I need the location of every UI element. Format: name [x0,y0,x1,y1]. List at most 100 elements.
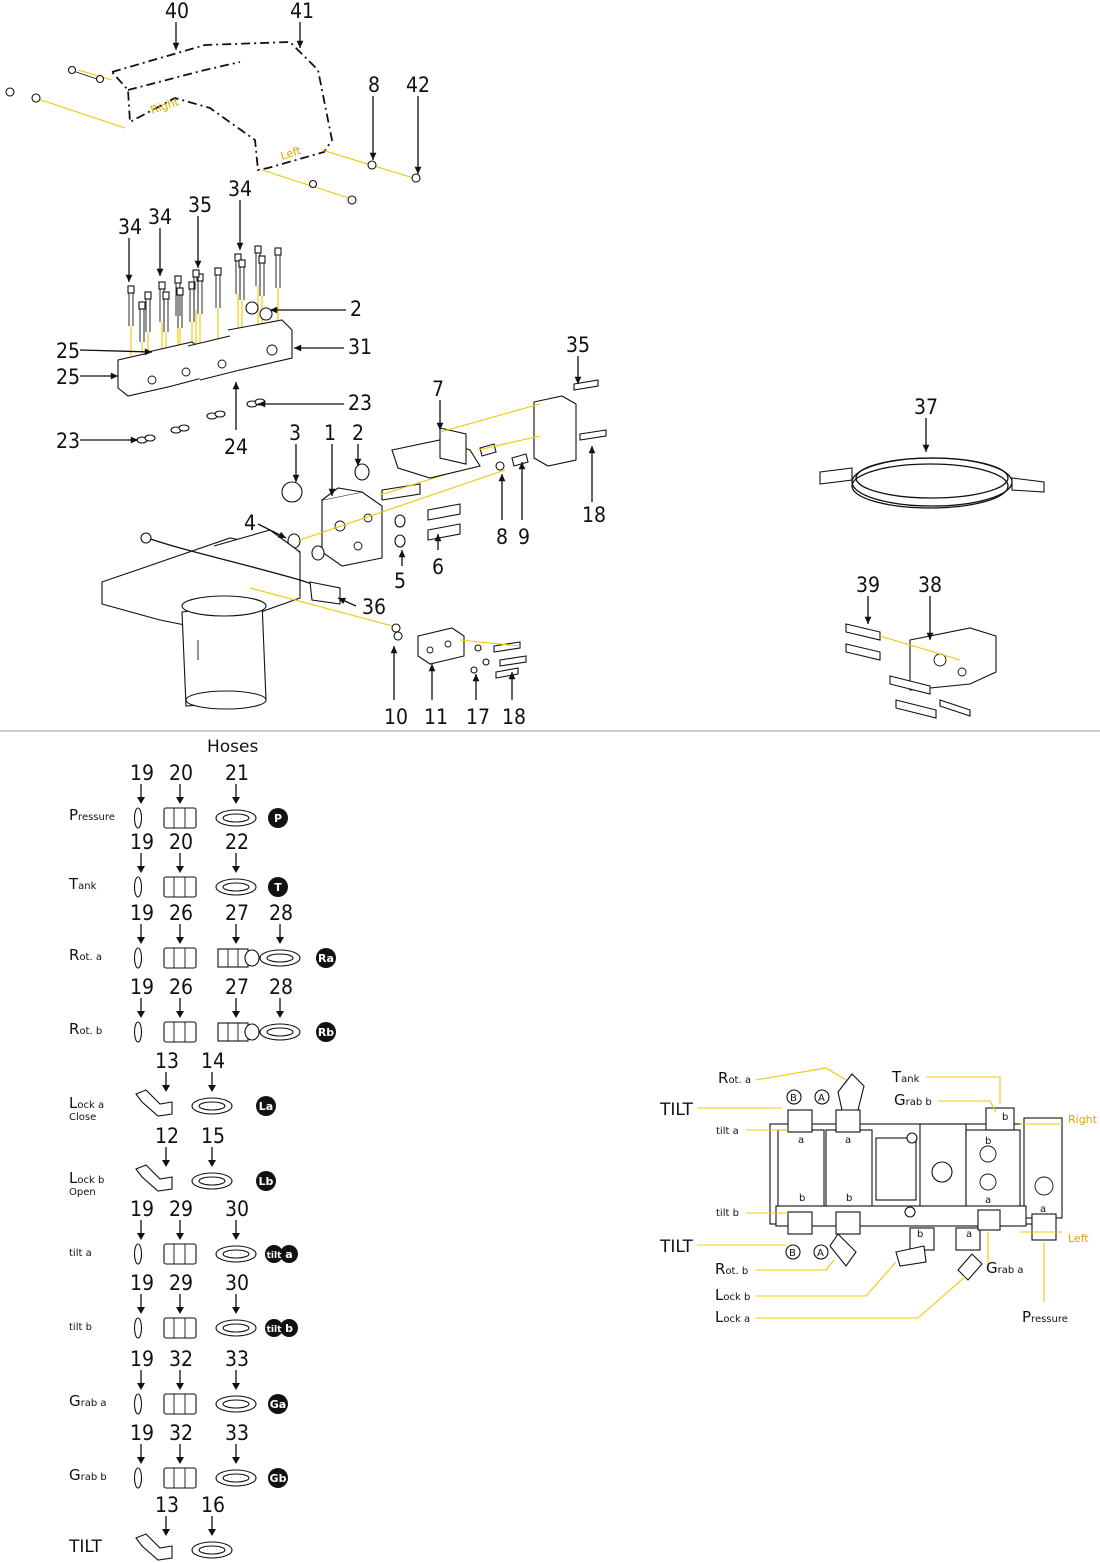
svg-text:15: 15 [201,1124,225,1148]
callout-number: 34 [148,205,172,229]
svg-text:20: 20 [169,761,193,785]
hose-row-label: Rot. a [69,946,102,964]
port-a-5: a [1040,1204,1046,1215]
washer [144,434,156,442]
svg-text:19: 19 [130,830,154,854]
callout-18: 18 [502,672,526,729]
callout-8: 8 [368,73,380,160]
callout-number: 35 [566,333,590,357]
hose-part-13: 13 [135,1049,179,1117]
svg-text:Ra: Ra [318,952,334,965]
vv-grab-b: rab b [906,1097,932,1108]
svg-text:12: 12 [155,1124,179,1148]
vv-pressure-cap: P [1022,1308,1031,1326]
svg-text:Tank: Tank [891,1068,920,1086]
vv-tilt-b: tilt b [716,1208,739,1219]
bolt [127,285,135,366]
hose-part-13: 13 [135,1493,179,1561]
svg-text:19: 19 [130,1271,154,1295]
bolt [238,259,246,340]
svg-text:32: 32 [169,1347,193,1371]
callout-11: 11 [424,664,448,729]
callout-number: 5 [394,569,406,593]
callout-number: 4 [244,511,256,535]
hose-row-label: Pressure [69,806,115,824]
svg-text:b: b [285,1322,293,1335]
svg-text:19: 19 [130,901,154,925]
svg-text:26: 26 [169,901,193,925]
svg-text:a: a [285,1248,292,1261]
svg-text:Lock a: Lock a [715,1308,750,1326]
callout-number: 18 [502,705,526,729]
hose-part-29: 29 [163,1271,197,1339]
callout-23: 23 [258,391,372,415]
circle-b-bottom: B [789,1248,796,1259]
hose-row-label: Rot. b [69,1020,102,1038]
hose-part-33: 33 [215,1347,257,1413]
hose-part-21: 21 [215,761,257,827]
port-b-5: b [1002,1112,1008,1123]
vv-pressure: ressure [1031,1314,1068,1325]
callout-number: 25 [56,365,80,389]
central-manifold [281,463,506,567]
guard-assembly: Right Left [5,41,421,205]
guard-label-right: Right [149,95,181,117]
callout-9: 9 [518,462,530,549]
vv-tank: ank [901,1074,919,1085]
callout-number: 1 [324,421,336,445]
callout-number: 9 [518,525,530,549]
callout-number: 8 [368,73,380,97]
svg-text:13: 13 [155,1493,179,1517]
callout-24: 24 [224,382,248,459]
circle-a-bottom: A [817,1248,824,1259]
svg-text:21: 21 [225,761,249,785]
port-a-2: a [845,1135,851,1146]
hose-part-19: 19 [130,761,154,829]
callout-5: 5 [394,550,406,593]
svg-text:33: 33 [225,1421,249,1445]
callout-2: 2 [270,297,362,321]
callout-number: 18 [582,503,606,527]
vv-grab-b-cap: G [894,1091,906,1109]
circle-b-top: B [790,1093,797,1104]
hose-badge: Ga [268,1394,288,1414]
bolt [192,269,200,350]
callout-number: 11 [424,705,448,729]
svg-text:29: 29 [169,1271,193,1295]
svg-text:16: 16 [201,1493,225,1517]
hose-badge: Lb [256,1171,276,1191]
hose-badge: Ra [316,948,336,968]
guard-label-left: Left [279,144,303,163]
hose-part-26: 26 [163,975,197,1043]
callout-number: 2 [350,297,362,321]
callout-number: 34 [118,215,142,239]
vv-right: Right [1068,1113,1098,1126]
svg-text:28: 28 [269,975,293,999]
callout-2: 2 [352,421,364,466]
hose-part-32: 32 [163,1421,197,1489]
svg-text:Lock b: Lock b [715,1286,750,1304]
svg-text:30: 30 [225,1197,249,1221]
bolt [214,267,222,348]
hose-badge: Gb [268,1468,288,1488]
hose-part-19: 19 [130,830,154,898]
hose-part-29: 29 [163,1197,197,1265]
hose-part-20: 20 [163,761,197,829]
hose-row-label: Tank [68,875,97,893]
hose-row-label: tilt a [69,1248,92,1259]
callout-number: 36 [362,595,386,619]
svg-text:14: 14 [201,1049,225,1073]
hose-badge: La [256,1096,276,1116]
hose-row-label: Lock a [69,1094,104,1112]
hose-part-32: 32 [163,1347,197,1415]
